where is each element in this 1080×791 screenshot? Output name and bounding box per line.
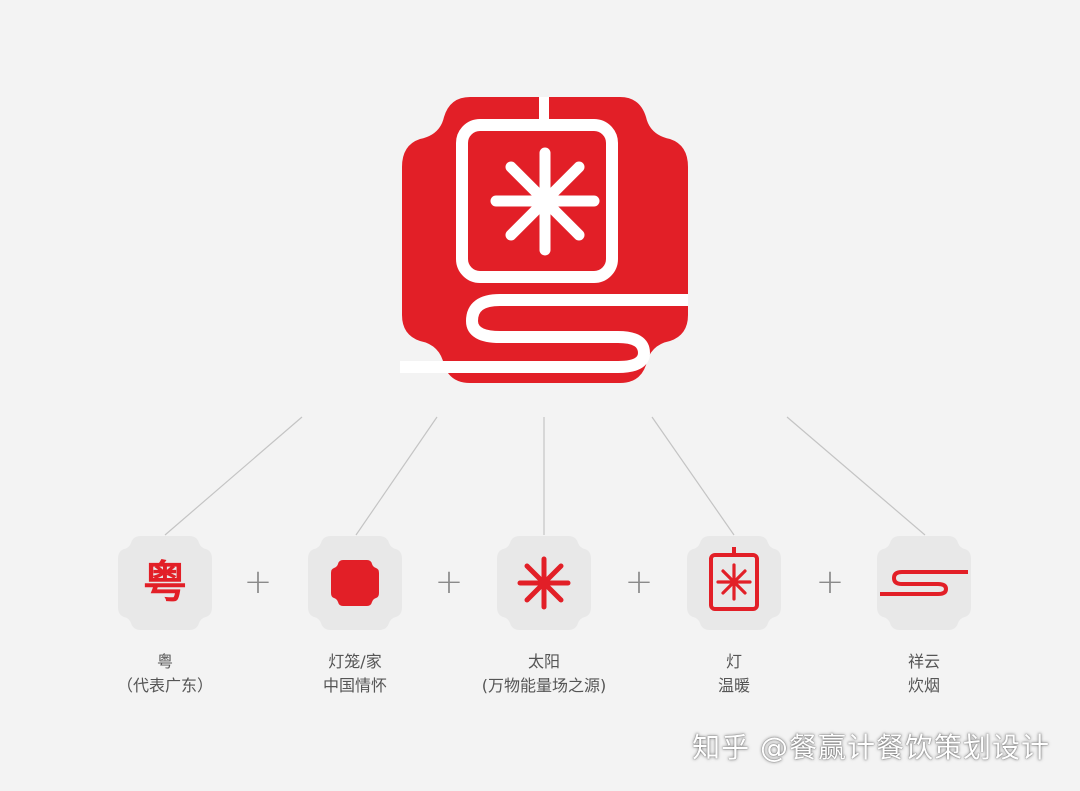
auspicious-cloud-smoke-icon: [880, 570, 968, 596]
element-tile-yue: 粤: [117, 535, 213, 631]
element-tile-cloud: [876, 535, 972, 631]
watermark: 知乎 @餐赢计餐饮策划设计: [692, 731, 1050, 764]
lamp-hook: [539, 97, 549, 131]
caption-lamp-line1: 灯: [725, 652, 742, 671]
connector-line-5: [786, 416, 926, 536]
caption-lantern: 灯笼/家 中国情怀: [255, 650, 455, 698]
yue-character-icon: 粤: [143, 557, 187, 608]
tile-background: [118, 536, 212, 630]
caption-lamp: 灯 温暖: [634, 650, 834, 698]
plus-operator-4: +: [815, 562, 845, 602]
caption-yue-line2: （代表广东）: [116, 676, 213, 695]
plus-operator-1: +: [243, 562, 273, 602]
connector-line-1: [164, 416, 303, 536]
sun-rays: [490, 147, 600, 256]
cloud-smoke-curve: [400, 294, 688, 373]
plus-operator-2: +: [434, 562, 464, 602]
caption-cloud-line1: 祥云: [907, 652, 940, 671]
connector-line-2: [355, 416, 438, 536]
caption-lamp-line2: 温暖: [717, 676, 750, 695]
lamp-frame: [456, 119, 618, 283]
caption-lantern-line1: 灯笼/家: [328, 652, 382, 671]
main-logo: [400, 97, 688, 383]
sun-icon: [517, 556, 571, 610]
plus-operator-3: +: [624, 562, 654, 602]
lantern-icon: [331, 560, 379, 606]
caption-yue: 粤 （代表广东）: [65, 650, 265, 698]
caption-cloud-line2: 炊烟: [907, 676, 940, 695]
caption-lantern-line2: 中国情怀: [322, 676, 387, 695]
caption-cloud: 祥云 炊烟: [824, 650, 1024, 698]
caption-sun-line1: 太阳: [527, 652, 560, 671]
caption-yue-line1: 粤: [156, 652, 173, 671]
connector-line-4: [651, 416, 735, 536]
caption-sun: 太阳 (万物能量场之源): [444, 650, 644, 698]
element-tile-sun: [496, 535, 592, 631]
element-tile-lamp: [686, 535, 782, 631]
element-tile-lantern: [307, 535, 403, 631]
lamp-icon: [709, 547, 759, 611]
caption-sun-line2: (万物能量场之源): [481, 676, 607, 695]
